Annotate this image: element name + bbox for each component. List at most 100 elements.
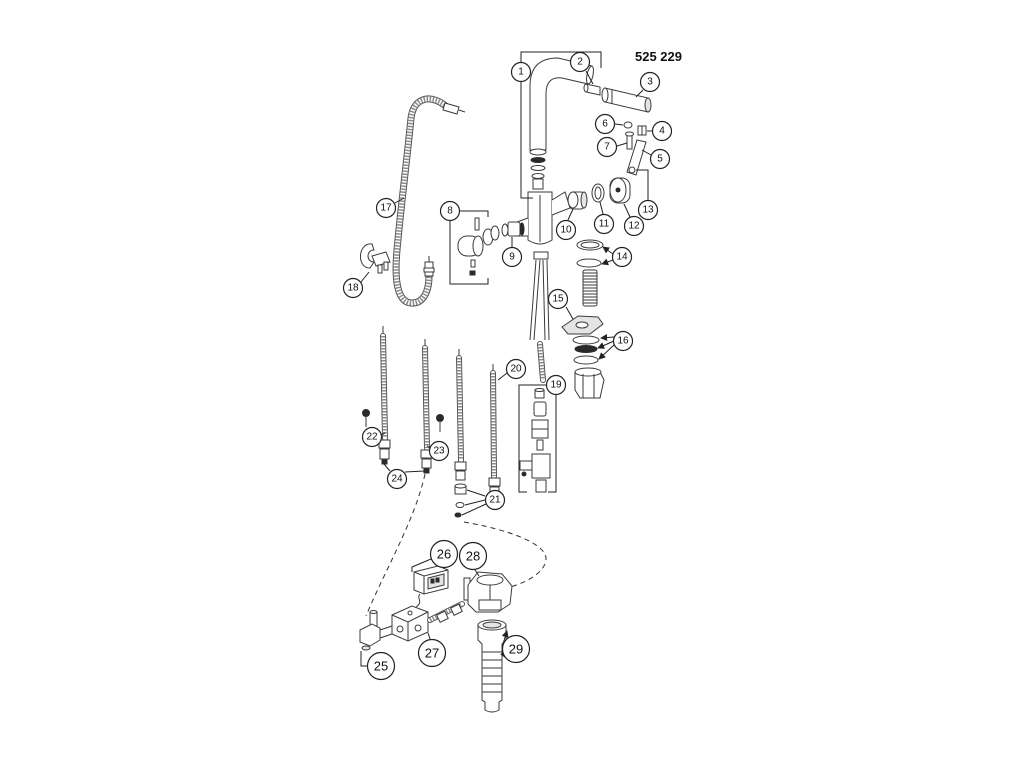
callout-circle — [458, 541, 488, 571]
part-3-spray-head — [601, 87, 652, 113]
callout-circle — [417, 638, 447, 668]
callout-11: 11 — [593, 213, 615, 235]
part-8-handle-assembly — [457, 217, 500, 276]
supply-hose-b — [420, 339, 433, 474]
callout-circle — [342, 277, 364, 299]
connection-line-right — [463, 521, 547, 589]
part-10-cartridge — [567, 191, 588, 210]
part-11-ring — [591, 183, 605, 203]
callout-1: 1 — [510, 61, 532, 83]
callout-circle — [593, 213, 615, 235]
callout-16: 16 — [612, 330, 634, 352]
part-6-ring — [623, 121, 633, 129]
supply-tubes — [529, 251, 550, 383]
callout-number: 25 — [374, 659, 388, 674]
part-16-washers-and-nut — [572, 335, 605, 399]
part-17-spray-hose — [392, 95, 466, 307]
part-5-lever — [626, 139, 647, 176]
callout-26: 26 — [429, 539, 459, 569]
callout-number: 4 — [659, 126, 665, 137]
article-number: 525 229 — [635, 49, 682, 64]
part-18-hose-clip — [360, 243, 391, 274]
callout-circle — [501, 246, 523, 268]
callout-circle — [501, 634, 531, 664]
callout-18: 18 — [342, 277, 364, 299]
callout-circle — [569, 51, 591, 73]
callout-7: 7 — [596, 136, 618, 158]
callout-27: 27 — [417, 638, 447, 668]
callout-number: 5 — [657, 154, 663, 165]
part-29-filter-cartridge — [477, 619, 507, 713]
callout-number: 19 — [550, 380, 562, 391]
callout-10: 10 — [555, 219, 577, 241]
callout-24: 24 — [386, 468, 408, 490]
callout-circle — [649, 148, 671, 170]
callout-2: 2 — [569, 51, 591, 73]
callout-number: 16 — [617, 336, 629, 347]
callout-20: 20 — [505, 358, 527, 380]
callout-circle — [429, 539, 459, 569]
connection-line-left — [365, 473, 426, 617]
callout-circle — [428, 440, 450, 462]
leader-lines — [360, 51, 652, 667]
supply-hose-a — [378, 326, 391, 465]
callout-circle — [637, 199, 659, 221]
callout-circle — [594, 113, 616, 135]
callout-circle — [639, 71, 661, 93]
callout-12: 12 — [623, 215, 645, 237]
callout-number: 6 — [602, 119, 608, 130]
callout-number: 9 — [509, 252, 515, 263]
callout-number: 8 — [447, 206, 453, 217]
callout-circle — [361, 426, 383, 448]
callout-number: 10 — [560, 225, 572, 236]
callout-number: 1 — [518, 67, 524, 78]
callout-number: 15 — [552, 294, 564, 305]
callout-number: 17 — [380, 203, 392, 214]
callout-number: 18 — [347, 283, 359, 294]
callout-circle — [510, 61, 532, 83]
callout-number: 28 — [466, 549, 480, 564]
part-21-fittings — [454, 483, 467, 518]
callout-circle — [555, 219, 577, 241]
callout-6: 6 — [594, 113, 616, 135]
callout-circle — [505, 358, 527, 380]
callout-number: 24 — [391, 474, 403, 485]
callout-number: 22 — [366, 432, 378, 443]
part-7-screw — [625, 131, 634, 150]
marker-screw-right — [436, 414, 444, 432]
part-12-handle-cap — [609, 177, 631, 204]
part-15-mounting-plate — [561, 315, 604, 335]
callout-circle — [611, 246, 633, 268]
callout-28: 28 — [458, 541, 488, 571]
callout-3: 3 — [639, 71, 661, 93]
part-2-sleeve — [583, 83, 601, 96]
part-28-filter-head — [463, 571, 513, 613]
callout-circle — [386, 468, 408, 490]
supply-hose-c — [454, 349, 467, 481]
callout-number: 7 — [604, 142, 610, 153]
callout-number: 23 — [433, 446, 445, 457]
callout-19: 19 — [545, 374, 567, 396]
callout-circle — [439, 200, 461, 222]
callout-number: 2 — [577, 57, 583, 68]
callout-21: 21 — [484, 489, 506, 511]
callout-22: 22 — [361, 426, 383, 448]
callout-circle — [366, 651, 396, 681]
part-27-manifold-block — [391, 601, 465, 642]
callout-number: 26 — [437, 547, 451, 562]
callout-17: 17 — [375, 197, 397, 219]
callout-circle — [547, 288, 569, 310]
callout-8: 8 — [439, 200, 461, 222]
part-14-spacer-and-rod — [576, 239, 604, 307]
part-19-valve-assembly — [519, 388, 551, 493]
callout-number: 21 — [489, 495, 501, 506]
callout-29: 29 — [501, 634, 531, 664]
callout-number: 3 — [647, 77, 653, 88]
callout-9: 9 — [501, 246, 523, 268]
callout-number: 14 — [616, 252, 628, 263]
callout-circle — [651, 120, 673, 142]
callout-circle — [484, 489, 506, 511]
marker-screw-left — [362, 409, 370, 427]
callout-number: 13 — [642, 205, 654, 216]
